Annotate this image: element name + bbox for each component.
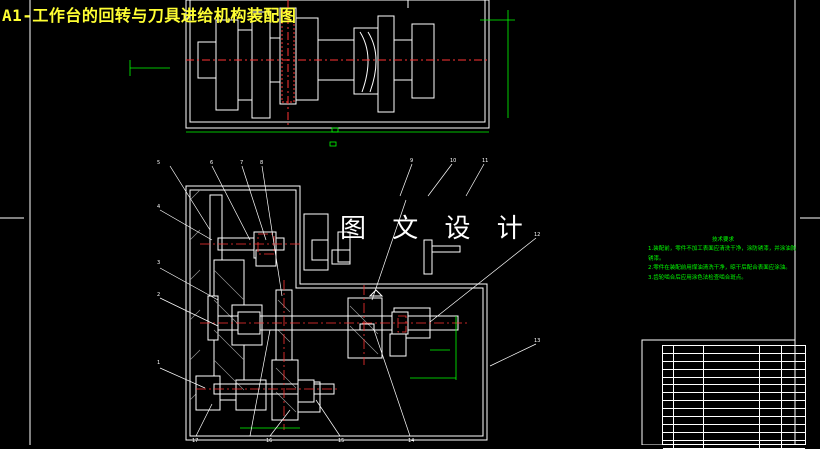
table-row: [663, 401, 805, 410]
table-row: [663, 346, 805, 354]
technical-requirements-heading: 技术要求: [711, 237, 734, 243]
table-row: [663, 393, 805, 402]
requirement-line: 2.零件在装配前用煤油清洗干净，晾干后配合表面应涂油。: [648, 265, 791, 272]
balloon-8: 8: [260, 160, 263, 166]
watermark-text: 图 文 设 计: [340, 214, 532, 244]
balloon-4: 4: [157, 204, 160, 210]
balloon-11: 11: [482, 158, 488, 164]
top-view: [129, 0, 515, 147]
section-view: 1 2 3 4 5 6 7 8 9 10 11 12 13 14 15 16 1…: [157, 158, 540, 444]
table-row: [663, 409, 805, 418]
table-row: [663, 417, 805, 425]
balloon-3: 3: [157, 260, 160, 266]
balloon-12: 12: [534, 232, 540, 238]
balloon-5: 5: [157, 160, 160, 166]
balloon-2: 2: [157, 292, 160, 298]
table-row: [663, 377, 805, 386]
balloon-16: 16: [266, 438, 272, 444]
table-row: [663, 361, 805, 370]
balloon-9: 9: [410, 158, 413, 164]
balloon-13: 13: [534, 338, 540, 344]
balloon-7: 7: [240, 160, 243, 166]
balloon-6: 6: [210, 160, 213, 166]
balloon-17: 17: [192, 438, 198, 444]
requirement-line: 3.齿轮啮合后应用涂色法检查啮合斑点。: [648, 274, 747, 281]
table-row: [663, 353, 805, 362]
requirement-line: 1.装配前，零件不加工表面应清洗干净，涂防锈漆，并涂油防锈漆。: [648, 246, 797, 262]
table-row: [663, 432, 805, 441]
parts-list-table: [662, 345, 806, 449]
table-row: [663, 385, 805, 394]
balloon-10: 10: [450, 158, 456, 164]
balloon-14: 14: [408, 438, 414, 444]
balloon-1: 1: [157, 360, 160, 366]
table-row: [663, 424, 805, 433]
table-row: [663, 369, 805, 378]
drawing-title: A1-工作台的回转与刀具进给机构装配图: [2, 6, 297, 25]
technical-requirements: 技术要求 1.装配前，零件不加工表面应清洗干净，涂防锈漆，并涂油防锈漆。 2.零…: [648, 236, 798, 283]
balloon-15: 15: [338, 438, 344, 444]
